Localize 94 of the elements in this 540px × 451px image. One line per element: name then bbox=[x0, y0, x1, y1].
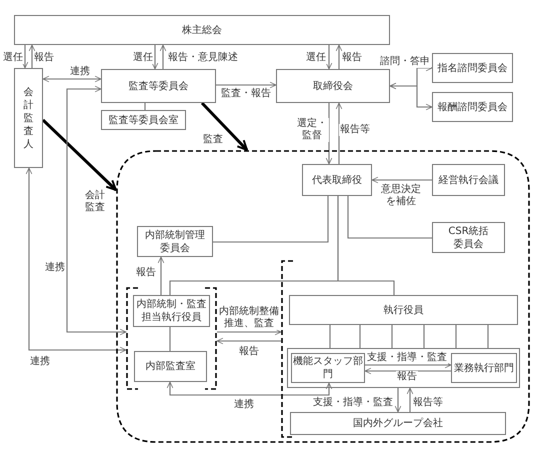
arrow bbox=[365, 362, 452, 368]
arrow bbox=[326, 45, 332, 70]
node-text: 代表取締役 bbox=[312, 174, 362, 186]
arrow bbox=[66, 86, 126, 336]
connector-line bbox=[329, 325, 331, 348]
arrow bbox=[158, 256, 164, 295]
edge-label: 報告 bbox=[396, 371, 418, 383]
connector-line bbox=[213, 196, 329, 243]
edge-label: 連携 bbox=[29, 356, 51, 368]
edge-label: 選任 bbox=[2, 52, 24, 64]
process-box bbox=[101, 110, 186, 130]
edge-label: 監査・報告 bbox=[220, 88, 272, 100]
edge-label: 支援・指導・監査 bbox=[312, 397, 394, 409]
arrow bbox=[28, 44, 36, 68]
arrow bbox=[216, 338, 281, 344]
process-box bbox=[290, 412, 506, 435]
edge-label: 報告 bbox=[238, 346, 260, 358]
node-text: 会計監査人 bbox=[24, 86, 34, 150]
arrow bbox=[160, 44, 166, 69]
arrow bbox=[336, 102, 342, 164]
node-text: 機能スタッフ部門 bbox=[292, 355, 364, 381]
edge-label: 意思決定を補佐 bbox=[379, 184, 423, 208]
node-text: 業務執行部門 bbox=[454, 362, 514, 374]
edge-label: 報告等 bbox=[339, 124, 371, 136]
arrow bbox=[26, 168, 126, 354]
connector-line bbox=[455, 325, 457, 348]
process-box bbox=[289, 295, 518, 325]
connector-line bbox=[347, 196, 432, 239]
edge-label: 連携 bbox=[233, 399, 255, 411]
process-box bbox=[14, 15, 390, 45]
arrow bbox=[217, 328, 282, 336]
node-text: 内部統制管理委員会 bbox=[144, 228, 206, 254]
arrow bbox=[200, 102, 248, 152]
process-box bbox=[432, 164, 505, 196]
edge-label: 支援・指導・監査 bbox=[366, 352, 448, 364]
dashed-bracket bbox=[281, 260, 521, 438]
edge-label: 連携 bbox=[69, 66, 91, 78]
node-text: 経営執行会議 bbox=[438, 174, 498, 186]
process-box bbox=[134, 351, 207, 382]
dashed-bracket bbox=[126, 287, 217, 390]
dashed-region bbox=[116, 150, 530, 443]
connector-line bbox=[169, 196, 339, 295]
node-text: 国内外グループ会社 bbox=[353, 417, 443, 430]
arrow bbox=[406, 388, 414, 412]
process-box bbox=[14, 68, 43, 168]
process-box bbox=[137, 226, 213, 257]
process-box bbox=[432, 53, 513, 83]
arrow bbox=[42, 76, 102, 82]
node-text: 監査等委員会 bbox=[128, 80, 188, 92]
connector-line bbox=[144, 103, 146, 110]
edge-label: 報告 bbox=[33, 52, 55, 64]
edge-label: 監査 bbox=[202, 134, 224, 146]
node-text: 取締役会 bbox=[313, 80, 353, 92]
connector-line bbox=[423, 325, 425, 348]
edge-label: 選任 bbox=[132, 52, 154, 64]
edge-label: 報告等 bbox=[412, 397, 444, 409]
edge-label: 報告 bbox=[341, 52, 363, 64]
arrow bbox=[42, 118, 118, 192]
node-text: 内部統制・監査担当執行役員 bbox=[136, 298, 208, 324]
arrow bbox=[364, 368, 451, 374]
arrow bbox=[372, 176, 432, 184]
node-text: 指名諮問委員会 bbox=[438, 62, 508, 74]
edge-label: 報告 bbox=[135, 267, 157, 279]
edge-label: 諮問・答申 bbox=[379, 56, 431, 68]
arrow bbox=[152, 45, 158, 70]
arrow bbox=[336, 44, 342, 69]
process-box bbox=[302, 164, 372, 196]
node-text: 報酬諮問委員会 bbox=[438, 100, 508, 114]
edge-label: 報告・意見陳述 bbox=[167, 52, 239, 64]
arrow bbox=[216, 82, 276, 88]
arrow bbox=[394, 388, 402, 412]
edge-label: 連携 bbox=[44, 262, 66, 274]
node-text: 監査等委員会室 bbox=[108, 114, 178, 126]
edge-label: 選定・監督 bbox=[295, 118, 329, 142]
process-box bbox=[276, 69, 390, 103]
node-text: 執行役員 bbox=[384, 304, 424, 316]
connector-line bbox=[391, 325, 393, 348]
edge-label: 内部統制整備推進、監査 bbox=[217, 306, 281, 330]
connector-line bbox=[487, 325, 489, 348]
process-box bbox=[101, 69, 216, 103]
node-text: 株主総会 bbox=[182, 24, 222, 36]
edge-label: 選任 bbox=[305, 52, 327, 64]
connector-line bbox=[359, 325, 361, 348]
arrow bbox=[326, 103, 332, 164]
process-box bbox=[432, 222, 505, 253]
process-box bbox=[432, 92, 513, 122]
node-text: CSR統括委員会 bbox=[447, 224, 490, 250]
process-box bbox=[451, 353, 517, 383]
arrow bbox=[390, 82, 432, 110]
node-text: 内部監査室 bbox=[146, 360, 196, 373]
edge-label: 会計監査 bbox=[83, 190, 107, 214]
arrow bbox=[22, 45, 28, 68]
connector-line bbox=[169, 327, 171, 351]
arrow bbox=[166, 382, 332, 396]
